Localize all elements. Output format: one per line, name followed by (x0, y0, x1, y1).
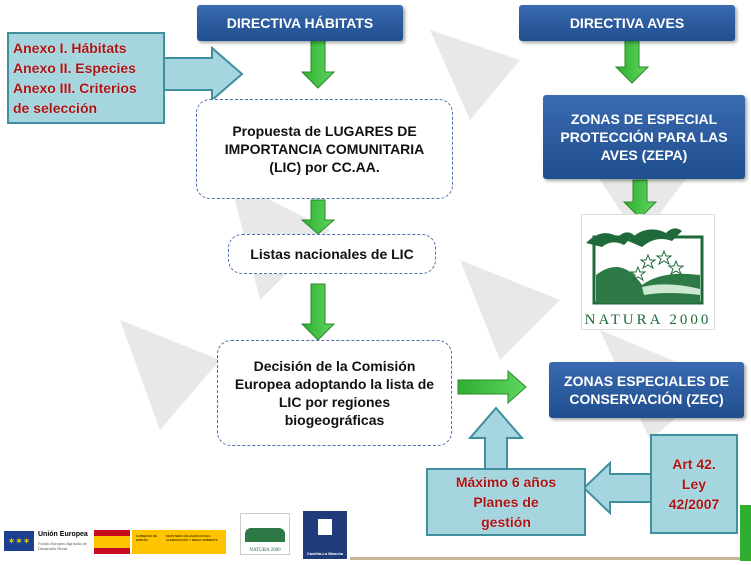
ley-line: 42/2007 (668, 496, 720, 512)
plazo-box: Máximo 6 años Planes de gestión (426, 468, 586, 536)
zec-label: ZONAS ESPECIALES DE CONSERVACIÓN (ZEC) (564, 373, 729, 407)
ue-title: Unión Europea (38, 531, 88, 538)
plazo-line: gestión (481, 514, 531, 530)
anexo-line: de selección (13, 100, 98, 116)
listas-lic-box: Listas nacionales de LIC (228, 234, 436, 274)
arrow-ley-left (582, 460, 652, 516)
ley-line: Ley (681, 476, 707, 492)
directiva-aves-label: DIRECTIVA AVES (569, 15, 685, 31)
natura-birds-landscape-icon (586, 228, 704, 305)
castilla-la-mancha-logo: Castilla-La Mancha (303, 511, 347, 559)
zepa-label: ZONAS DE ESPECIAL PROTECCIÓN PARA LAS AV… (560, 111, 728, 163)
footer-logos: ✶✶✶ Unión Europea Fondo Europeo Agrícola… (0, 505, 751, 565)
anexo-line: Anexo I. Hábitats (13, 40, 127, 56)
clm-label: Castilla-La Mancha (306, 551, 344, 556)
propuesta-lic-label: Propuesta de LUGARES DE IMPORTANCIA COMU… (224, 123, 425, 175)
anexo-line: Anexo II. Especies (13, 60, 136, 76)
spain-flag-icon (94, 530, 130, 554)
footer-divider (350, 557, 751, 560)
ministerio-label: MINISTERIO DE AGRICULTURA, ALIMENTACIÓN … (166, 534, 218, 542)
decision-comision-box: Decisión de la Comisión Europea adoptand… (217, 340, 452, 446)
ley-line: Art 42. (672, 456, 716, 472)
arrow-zepa-to-natura (622, 179, 658, 219)
ue-subtitle: Fondo Europeo Agrícola de Desarrollo Rur… (38, 541, 87, 551)
propuesta-lic-box: Propuesta de LUGARES DE IMPORTANCIA COMU… (196, 99, 453, 199)
arrow-habitats-to-propuesta (300, 39, 336, 89)
zepa-box: ZONAS DE ESPECIAL PROTECCIÓN PARA LAS AV… (543, 95, 745, 179)
castle-icon (318, 519, 332, 535)
decision-comision-label: Decisión de la Comisión Europea adoptand… (234, 358, 435, 428)
corner-green-block (740, 505, 751, 561)
gobierno-panel: GOBIERNO DE ESPAÑA MINISTERIO DE AGRICUL… (132, 530, 226, 554)
plazo-line: Planes de (473, 494, 539, 510)
arrow-listas-to-decision (300, 283, 336, 341)
directiva-habitats-box: DIRECTIVA HÁBITATS (197, 5, 403, 41)
anexo-line: Anexo III. Criterios (13, 80, 137, 96)
eu-flag-icon: ✶✶✶ (4, 531, 34, 551)
natura-logo-text: NATURA 2000 (584, 312, 712, 328)
gobierno-label: GOBIERNO DE ESPAÑA (136, 534, 158, 542)
arrow-plazo-up (467, 406, 525, 471)
arrow-propuesta-to-listas (300, 199, 336, 235)
natura-small-text: NATURA 2000 (249, 548, 281, 553)
directiva-aves-box: DIRECTIVA AVES (519, 5, 735, 41)
natura-small-logo: NATURA 2000 (240, 513, 290, 555)
arrow-aves-to-zepa (614, 39, 650, 84)
natura-small-landscape-icon (245, 528, 285, 542)
anexos-box: Anexo I. Hábitats Anexo II. Especies Ane… (7, 32, 165, 124)
arrow-anexos-callout (157, 45, 244, 103)
directiva-habitats-label: DIRECTIVA HÁBITATS (226, 15, 374, 31)
listas-lic-label: Listas nacionales de LIC (250, 246, 414, 262)
ley-box: Art 42. Ley 42/2007 (650, 434, 738, 534)
natura-2000-logo: NATURA 2000 (581, 214, 715, 330)
arrow-decision-to-zec (457, 369, 527, 405)
plazo-line: Máximo 6 años (455, 474, 557, 490)
zec-box: ZONAS ESPECIALES DE CONSERVACIÓN (ZEC) (549, 362, 744, 418)
